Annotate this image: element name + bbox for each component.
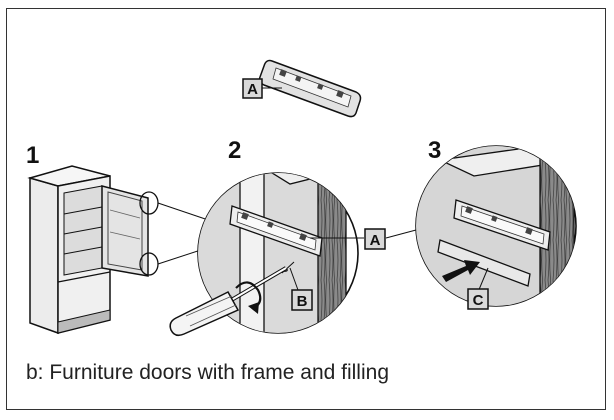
- step-number-1: 1: [26, 142, 39, 169]
- svg-text:A: A: [370, 232, 381, 249]
- rotation-arrow-icon: [235, 281, 262, 314]
- svg-text:C: C: [473, 292, 484, 309]
- detail-circle-3: [415, 145, 577, 307]
- step-number-3: 3: [428, 137, 441, 164]
- leader-line-a: [385, 229, 417, 239]
- refrigerator: [27, 165, 159, 335]
- hinge-plate-top: [258, 59, 362, 118]
- label-a-detail: A: [364, 228, 386, 250]
- push-arrow-icon: [442, 260, 480, 282]
- leader-line-c: [477, 267, 489, 293]
- diagram-caption: b: Furniture doors with frame and fillin…: [26, 361, 389, 384]
- step-number-2: 2: [228, 137, 241, 164]
- leader-line-b: [289, 267, 299, 291]
- label-a-top: A: [242, 78, 263, 99]
- label-c: C: [467, 288, 489, 310]
- svg-text:B: B: [297, 293, 308, 310]
- svg-text:A: A: [247, 81, 258, 98]
- label-b: B: [291, 289, 313, 311]
- screwdriver-icon: [169, 266, 288, 337]
